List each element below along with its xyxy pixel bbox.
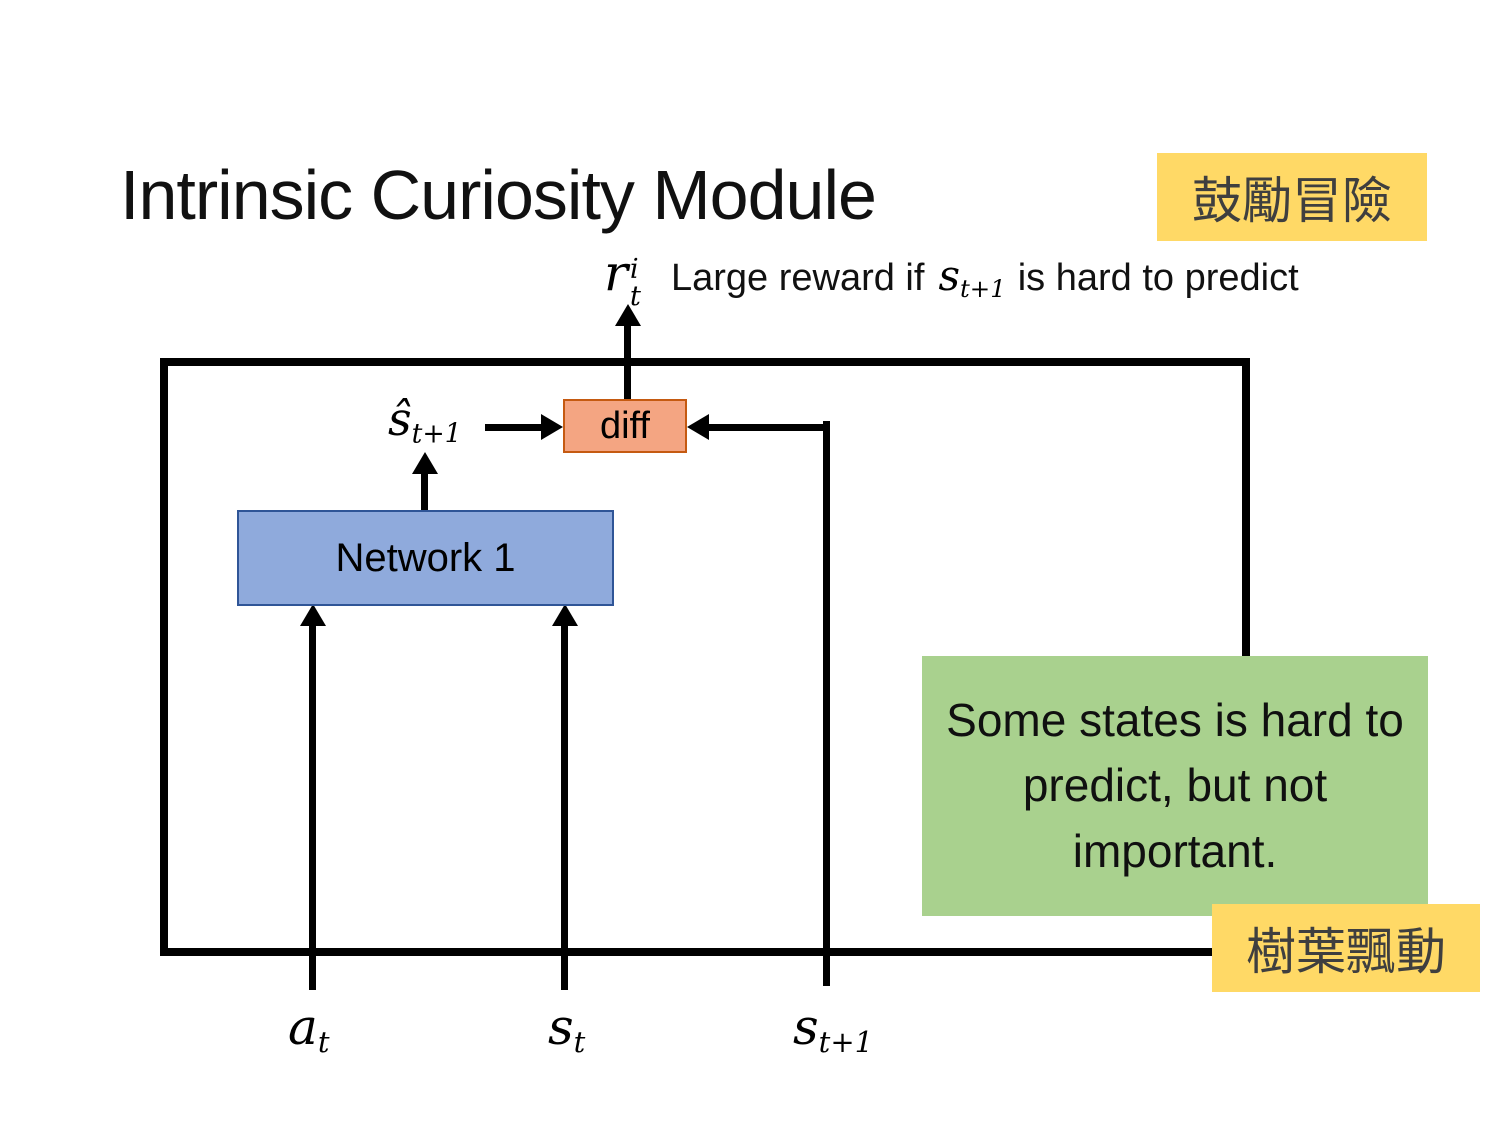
reward-s-next-base: s <box>938 251 960 300</box>
reward-s-next-symbol: st+1 <box>938 251 1005 303</box>
arrow-line <box>421 472 428 510</box>
arrow-diff-to-reward <box>615 304 641 400</box>
network1-node: Network 1 <box>237 510 614 606</box>
arrow-line <box>624 324 631 400</box>
s-hat-sub: t+1 <box>411 418 462 450</box>
input-label-s-t1: st+1 <box>793 998 873 1059</box>
arrow-shat-to-diff <box>485 414 563 440</box>
a-t-base: a <box>288 998 318 1056</box>
s-t-sub: t <box>573 1025 586 1060</box>
diff-node: diff <box>563 399 687 453</box>
arrow-network-to-shat <box>412 452 438 510</box>
encourage-adventure-badge: 鼓勵冒險 <box>1157 153 1427 241</box>
reward-text-post: is hard to predict <box>1017 257 1299 299</box>
s-t1-sub: t+1 <box>818 1025 874 1060</box>
reward-symbol-sup: i <box>629 252 639 285</box>
arrow-at-to-network <box>300 604 326 990</box>
a-t-sub: t <box>317 1025 330 1060</box>
reward-s-next-sub: t+1 <box>960 273 1006 303</box>
s-hat-base: ŝ <box>388 392 412 446</box>
leaves-flutter-badge: 樹葉飄動 <box>1212 904 1480 992</box>
input-label-s-t: st <box>548 998 585 1059</box>
reward-symbol-sub: t <box>629 280 641 313</box>
arrow-head <box>552 604 578 626</box>
s-t-base: s <box>548 998 574 1056</box>
arrow-st-to-network <box>552 604 578 990</box>
arrow-head <box>615 304 641 326</box>
reward-symbol-base: r <box>604 244 628 302</box>
arrow-head <box>687 414 709 440</box>
reward-text-pre: Large reward if <box>670 257 925 299</box>
line-snext-vertical <box>823 421 830 986</box>
arrow-head <box>541 414 563 440</box>
arrow-head <box>300 604 326 626</box>
arrow-line <box>561 624 568 990</box>
slide-title: Intrinsic Curiosity Module <box>120 155 877 234</box>
arrow-line <box>309 624 316 990</box>
arrow-head <box>412 452 438 474</box>
arrow-line <box>707 424 830 431</box>
hard-to-predict-note: Some states is hard to predict, but not … <box>922 656 1428 916</box>
input-label-a-t: at <box>288 998 329 1059</box>
s-t1-base: s <box>793 998 819 1056</box>
s-hat-label: ŝt+1 <box>388 392 462 449</box>
arrow-line <box>485 424 543 431</box>
arrow-snext-to-diff <box>687 414 830 440</box>
